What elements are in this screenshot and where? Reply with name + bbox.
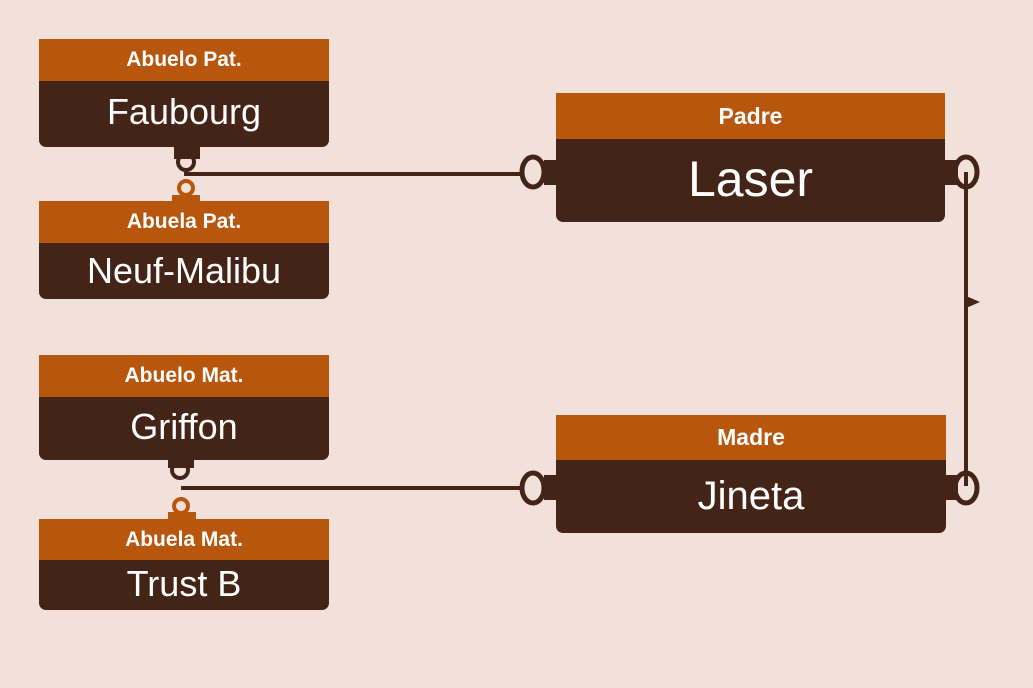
node-padre[interactable]: Padre Laser [556, 93, 945, 222]
node-role-label: Abuela Pat. [39, 201, 329, 243]
node-abuelo-pat[interactable]: Abuelo Pat. Faubourg [39, 39, 329, 147]
node-abuela-mat[interactable]: Abuela Mat. Trust B [39, 519, 329, 610]
node-role-label: Madre [556, 415, 946, 460]
node-role-label: Abuelo Pat. [39, 39, 329, 81]
node-role-label: Abuela Mat. [39, 519, 329, 560]
node-role-label: Padre [556, 93, 945, 139]
arrow-marker-icon [966, 296, 980, 308]
couple-link-paternal [172, 147, 200, 201]
node-name-label: Laser [556, 139, 945, 222]
port-padre-right [944, 154, 980, 190]
node-name-label: Neuf-Malibu [39, 243, 329, 299]
node-name-label: Faubourg [39, 81, 329, 147]
node-name-label: Trust B [39, 560, 329, 610]
port-madre-left [519, 470, 558, 506]
node-name-label: Griffon [39, 397, 329, 460]
node-abuelo-mat[interactable]: Abuelo Mat. Griffon [39, 355, 329, 460]
node-role-label: Abuelo Mat. [39, 355, 329, 397]
node-madre[interactable]: Madre Jineta [556, 415, 946, 533]
node-name-label: Jineta [556, 460, 946, 533]
port-madre-right [944, 470, 980, 506]
node-abuela-pat[interactable]: Abuela Pat. Neuf-Malibu [39, 201, 329, 299]
port-padre-left [519, 154, 558, 190]
couple-link-maternal [168, 458, 196, 519]
